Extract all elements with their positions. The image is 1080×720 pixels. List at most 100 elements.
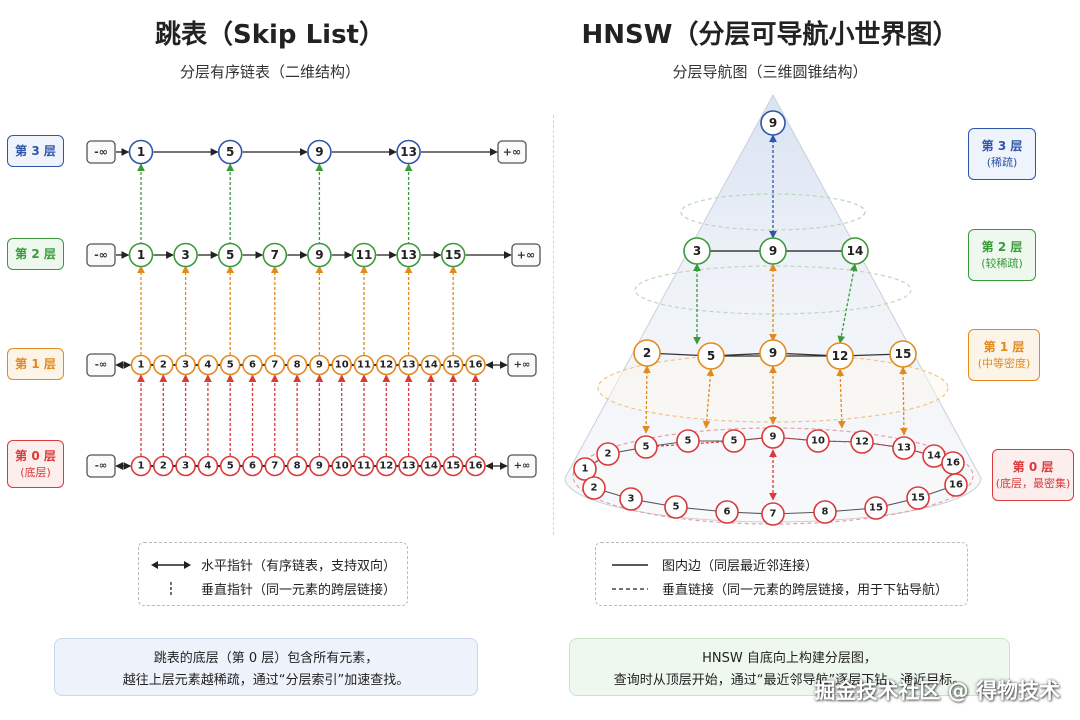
level-note: (底层) (20, 465, 51, 479)
sentinel-label: -∞ (95, 461, 107, 472)
node-label: 5 (643, 442, 650, 453)
node-label: 4 (204, 360, 211, 371)
node-label: 2 (591, 483, 598, 494)
hnsw-node-level-0 (892, 436, 916, 460)
level-name: 第 3 层 (981, 138, 1023, 153)
skiplist-node (219, 455, 241, 477)
node-label: 15 (445, 248, 462, 262)
node-label: 1 (582, 464, 589, 475)
skiplist-node (217, 242, 243, 268)
legend-dashed-row: 垂直链接（同一元素的跨层链接，用于下钻导航） (596, 579, 948, 598)
node-label: 8 (294, 461, 301, 472)
node-label: 5 (673, 502, 680, 513)
node-label: 5 (226, 248, 234, 262)
skiplist-node (396, 242, 421, 268)
node-label: 13 (402, 360, 416, 371)
node-label: 10 (811, 436, 825, 447)
hnsw-node-level-1 (759, 339, 787, 367)
level-name: 第 1 层 (983, 339, 1025, 354)
skiplist-node (262, 242, 288, 268)
hnsw-node-level-0 (864, 496, 888, 520)
node-label: 12 (379, 461, 393, 472)
watermark: 掘金技术社区 @ 得物技术 (814, 679, 1060, 703)
skiplist-node (130, 455, 152, 477)
hnsw-node-level-1 (826, 342, 854, 370)
node-label: 5 (685, 436, 692, 447)
node-label: 3 (182, 461, 189, 472)
hnsw-node-level-0 (596, 442, 620, 466)
skiplist-node (286, 354, 308, 376)
node-label: 9 (769, 346, 777, 360)
hnsw-level-3-label: 第 3 层 (稀疏) (968, 128, 1036, 180)
skiplist-node (398, 455, 419, 477)
node-label: 16 (946, 458, 960, 469)
node-label: 13 (400, 145, 417, 159)
skiplist-subtitle: 分层有序链表（二维结构） (179, 63, 360, 81)
pos-inf-sentinel (511, 243, 541, 267)
hnsw-node-level-2 (841, 237, 869, 265)
hnsw-subtitle: 分层导航图（三维圆锥结构） (672, 63, 868, 81)
sentinel-label: +∞ (514, 461, 531, 472)
node-label: 5 (227, 360, 234, 371)
skiplist-node (242, 455, 263, 477)
pos-inf-sentinel (497, 140, 527, 164)
skiplist-node (197, 354, 219, 376)
skiplist-node (396, 139, 421, 165)
hnsw-node-level-1 (697, 342, 725, 370)
node-label: 2 (643, 346, 651, 360)
hnsw-node-level-0 (582, 476, 606, 500)
hnsw-node-level-0 (850, 430, 874, 454)
node-label: 6 (249, 360, 256, 371)
node-label: 5 (707, 349, 715, 363)
skiplist-level-1-label: 第 1 层 (7, 348, 64, 380)
level-name: 第 2 层 (15, 247, 56, 261)
sentinel-label: +∞ (517, 249, 535, 262)
node-label: 1 (137, 248, 145, 262)
node-label: 11 (357, 461, 371, 472)
node-label: 15 (446, 461, 460, 472)
hnsw-node-level-0 (715, 500, 739, 524)
summary-line-2: 越往上层元素越稀疏，通过“分层索引”加速查找。 (122, 673, 410, 688)
neg-inf-sentinel (86, 454, 116, 478)
hnsw-node-level-0 (761, 502, 785, 526)
skiplist-node (130, 354, 152, 376)
node-label: 5 (731, 436, 738, 447)
node-label: 13 (400, 248, 417, 262)
level-name: 第 0 层 (15, 448, 56, 463)
legend-dashed-text: 垂直链接（同一元素的跨层链接，用于下钻导航） (662, 583, 949, 598)
skiplist-node (153, 455, 174, 477)
level-name: 第 3 层 (15, 144, 56, 158)
hnsw-node-level-0 (722, 429, 746, 453)
node-label: 15 (446, 360, 460, 371)
hnsw-level-1-label: 第 1 层 (中等密度) (968, 329, 1040, 381)
skiplist-node (307, 139, 332, 165)
hnsw-node-level-0 (676, 429, 700, 453)
skiplist-node (442, 455, 464, 477)
legend-vertical-row: 垂直指针（同一元素的跨层链接） (139, 579, 396, 598)
node-label: 15 (869, 503, 883, 514)
skiplist-title: 跳表（Skip List） (155, 20, 385, 50)
node-label: 14 (847, 244, 864, 258)
node-label: 9 (316, 461, 323, 472)
node-label: 6 (249, 461, 256, 472)
skiplist-level-3-label: 第 3 层 (7, 135, 64, 167)
node-label: 3 (628, 494, 635, 505)
node-label: 9 (769, 244, 777, 258)
node-label: 7 (271, 461, 278, 472)
hnsw-node-level-0 (573, 457, 597, 481)
node-label: 3 (181, 248, 189, 262)
hnsw-level-2-label: 第 2 层 (较稀疏) (968, 229, 1036, 281)
node-label: 2 (160, 360, 167, 371)
summary-line-1: 跳表的底层（第 0 层）包含所有元素， (153, 651, 379, 666)
node-label: 1 (138, 461, 145, 472)
skiplist-node (353, 354, 375, 376)
level-name: 第 2 层 (981, 239, 1023, 254)
pos-inf-sentinel (507, 454, 537, 478)
skiplist-node (175, 455, 196, 477)
skiplist-node (331, 354, 353, 376)
skiplist-level-0-label: 第 0 层 (底层) (7, 440, 64, 488)
summary-line-2: 查询时从顶层开始，通过“最近邻导航”逐层下钻，通近目标。 (613, 673, 966, 688)
pos-inf-sentinel (507, 353, 537, 377)
sentinel-label: -∞ (94, 249, 108, 262)
level-note: (底层，最密集) (995, 476, 1071, 490)
